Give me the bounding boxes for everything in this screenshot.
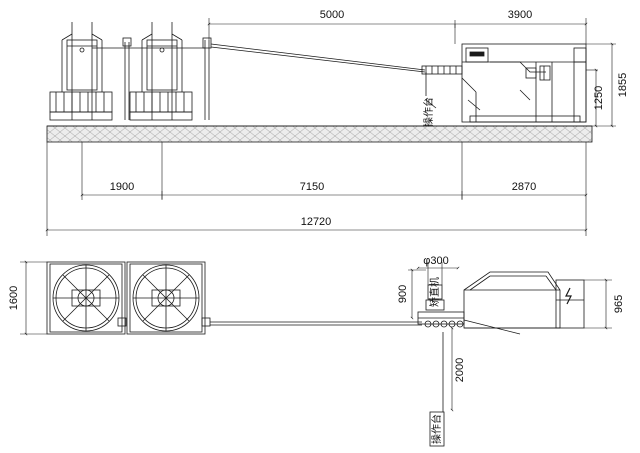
lightning-icon	[565, 287, 572, 305]
payoff-reel-1-plan	[46, 261, 126, 335]
dim-5000: 5000	[320, 9, 344, 21]
operator-station-label-plan: 操作台	[430, 414, 443, 444]
guide-stand-2-plan	[201, 317, 211, 327]
elevation-dimensions	[45, 18, 616, 236]
main-machine-elevation	[461, 43, 587, 123]
payoff-reel-2-plan	[126, 261, 206, 335]
dim-965: 965	[613, 295, 625, 313]
wire-path-lower	[210, 46, 426, 73]
operator-station-plan	[429, 411, 445, 447]
dim-900: 900	[397, 285, 409, 303]
dim-1600: 1600	[8, 286, 20, 310]
operator-station-label-elevation: 操作台	[422, 97, 435, 127]
dim-2870: 2870	[512, 181, 536, 193]
dim-3900: 3900	[508, 9, 532, 21]
plan-view	[46, 261, 585, 447]
dim-12720: 12720	[301, 216, 332, 228]
main-machine-plan	[463, 271, 585, 335]
elevation-dimension-text: 5000 3900 1250 1855 1900 7150 2870 12720…	[110, 9, 629, 228]
payoff-reel-2-elevation	[129, 22, 193, 121]
ground-foundation	[46, 125, 593, 143]
straightener-plan	[417, 284, 465, 328]
dim-7150: 7150	[300, 181, 324, 193]
guide-post-1	[122, 37, 132, 120]
straightener-label: 矫直机	[428, 277, 441, 307]
plan-dimension-text: 1600 φ300 900 965 2000 矫直机 操作台	[8, 255, 625, 444]
plan-dimensions	[20, 260, 612, 412]
elevation-view	[46, 22, 593, 143]
dim-1900: 1900	[110, 181, 134, 193]
dim-2000: 2000	[454, 358, 466, 382]
dim-1855: 1855	[617, 73, 629, 97]
wire-path-upper	[210, 43, 426, 71]
payoff-reel-1-elevation	[49, 22, 113, 121]
guide-post-2	[202, 37, 212, 120]
dim-phi300: φ300	[423, 255, 449, 267]
dim-1250: 1250	[593, 86, 605, 110]
guide-stand-1-plan	[117, 317, 127, 327]
